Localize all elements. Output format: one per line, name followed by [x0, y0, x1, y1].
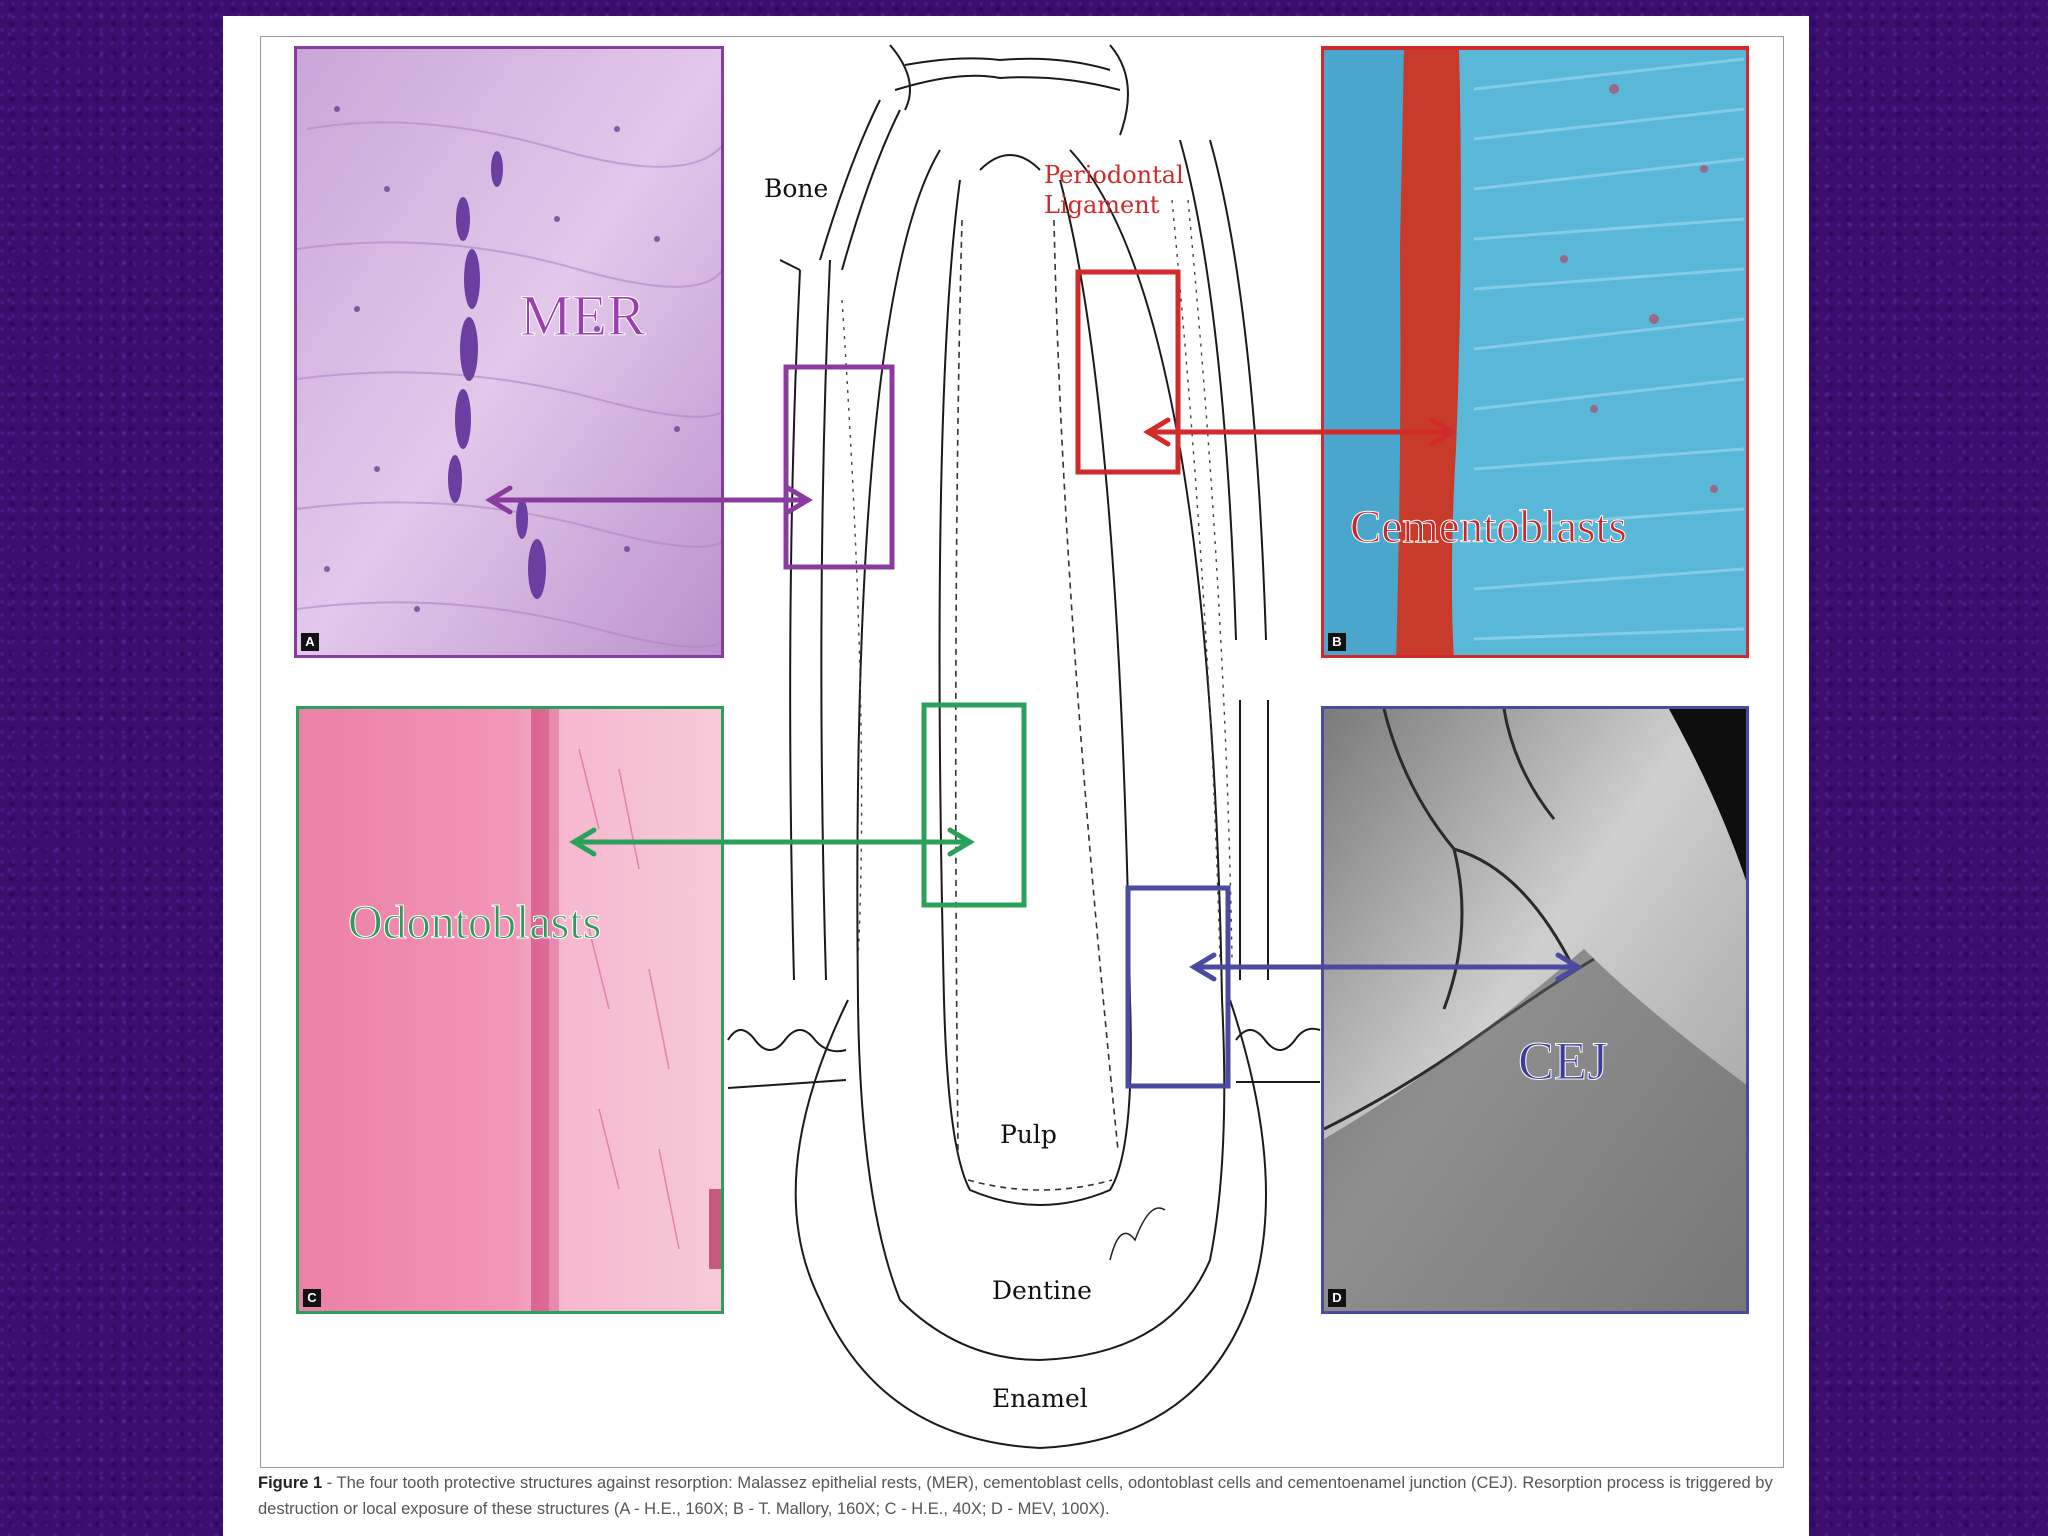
- artist-signature: [1110, 1208, 1165, 1260]
- cementoblasts-arrow: [1148, 420, 1452, 444]
- cej-region-box: [1128, 888, 1228, 1086]
- periodontal-ligament-label: Periodontal Ligament: [1044, 160, 1184, 220]
- pulp-label: Pulp: [1000, 1120, 1057, 1149]
- cej-label: CEJ: [1518, 1030, 1608, 1092]
- mer-label: MER: [520, 282, 646, 349]
- periodontal-ligament-label-line-2: Ligament: [1044, 190, 1184, 220]
- odontoblasts-label: Odontoblasts: [348, 895, 601, 950]
- dentine-label: Dentine: [992, 1276, 1092, 1305]
- mer-arrow: [490, 488, 808, 512]
- figure-caption: Figure 1 - The four tooth protective str…: [258, 1470, 1788, 1522]
- periodontal-ligament-label-line-1: Periodontal: [1044, 160, 1184, 190]
- periodontal-fibers: [842, 200, 1232, 960]
- enamel-label: Enamel: [992, 1384, 1088, 1413]
- bone-label: Bone: [764, 174, 828, 203]
- caption-text: - The four tooth protective structures a…: [258, 1474, 1773, 1518]
- caption-figure-number: Figure 1: [258, 1474, 322, 1492]
- cej-arrow: [1194, 955, 1578, 979]
- mer-region-box: [786, 367, 892, 567]
- cementoblasts-label: Cementoblasts: [1350, 500, 1627, 554]
- odontoblasts-arrow: [574, 830, 970, 854]
